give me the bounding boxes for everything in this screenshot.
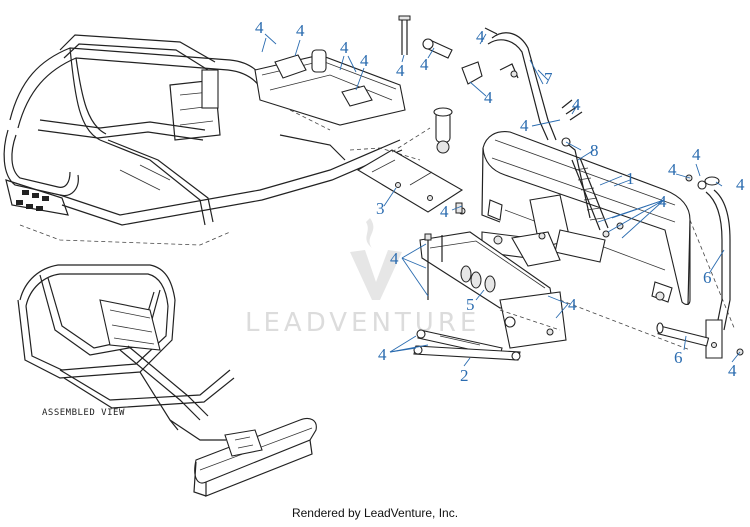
callout-4: 4: [658, 192, 667, 211]
callout-4: 4: [390, 249, 399, 268]
callout-4: 4: [568, 295, 577, 314]
assembled-view: ASSEMBLED VIEW: [17, 264, 317, 497]
watermark-flame-icon: [366, 218, 374, 248]
callout-4: 4: [440, 202, 449, 221]
watermark-text: LEADVENTURE: [245, 308, 480, 338]
callout-leaders: [261, 33, 741, 367]
callout-4: 4: [520, 116, 529, 135]
callout-4: 4: [736, 175, 745, 194]
hitch-plate: [356, 149, 466, 215]
callout-4: 4: [378, 345, 387, 364]
callout-4: 4: [340, 38, 349, 57]
callout-4: 4: [255, 18, 264, 37]
callout-3: 3: [376, 199, 385, 218]
callout-4: 4: [420, 55, 429, 74]
callout-4: 4: [692, 145, 701, 164]
callout-2: 2: [460, 366, 469, 385]
callout-4: 4: [572, 95, 581, 114]
callout-6-link: 6: [674, 348, 683, 367]
callout-6-rod: 6: [703, 268, 712, 287]
callout-4: 4: [296, 21, 305, 40]
callout-8: 8: [590, 141, 599, 160]
mower-frame: [3, 34, 453, 246]
callout-1: 1: [626, 169, 635, 188]
watermark-logo-icon: [350, 250, 402, 300]
render-credit: Rendered by LeadVenture, Inc.: [291, 506, 459, 520]
callout-7: 7: [544, 69, 553, 88]
callout-4: 4: [668, 160, 677, 179]
push-arms: [413, 329, 521, 361]
callout-4: 4: [728, 361, 737, 380]
callout-numbers: 1 2 3 5 6 6 7 8 4 4 4 4 4 4 4 4 4 4 4 4 …: [255, 18, 745, 385]
watermark: LEADVENTURE: [245, 218, 480, 338]
callout-4: 4: [360, 51, 369, 70]
callout-4: 4: [484, 88, 493, 107]
callout-4: 4: [476, 27, 485, 46]
assembled-view-label: ASSEMBLED VIEW: [42, 408, 125, 418]
callout-4: 4: [396, 61, 405, 80]
push-frame: [419, 231, 567, 349]
callout-5: 5: [466, 295, 475, 314]
top-hardware: [398, 15, 583, 141]
